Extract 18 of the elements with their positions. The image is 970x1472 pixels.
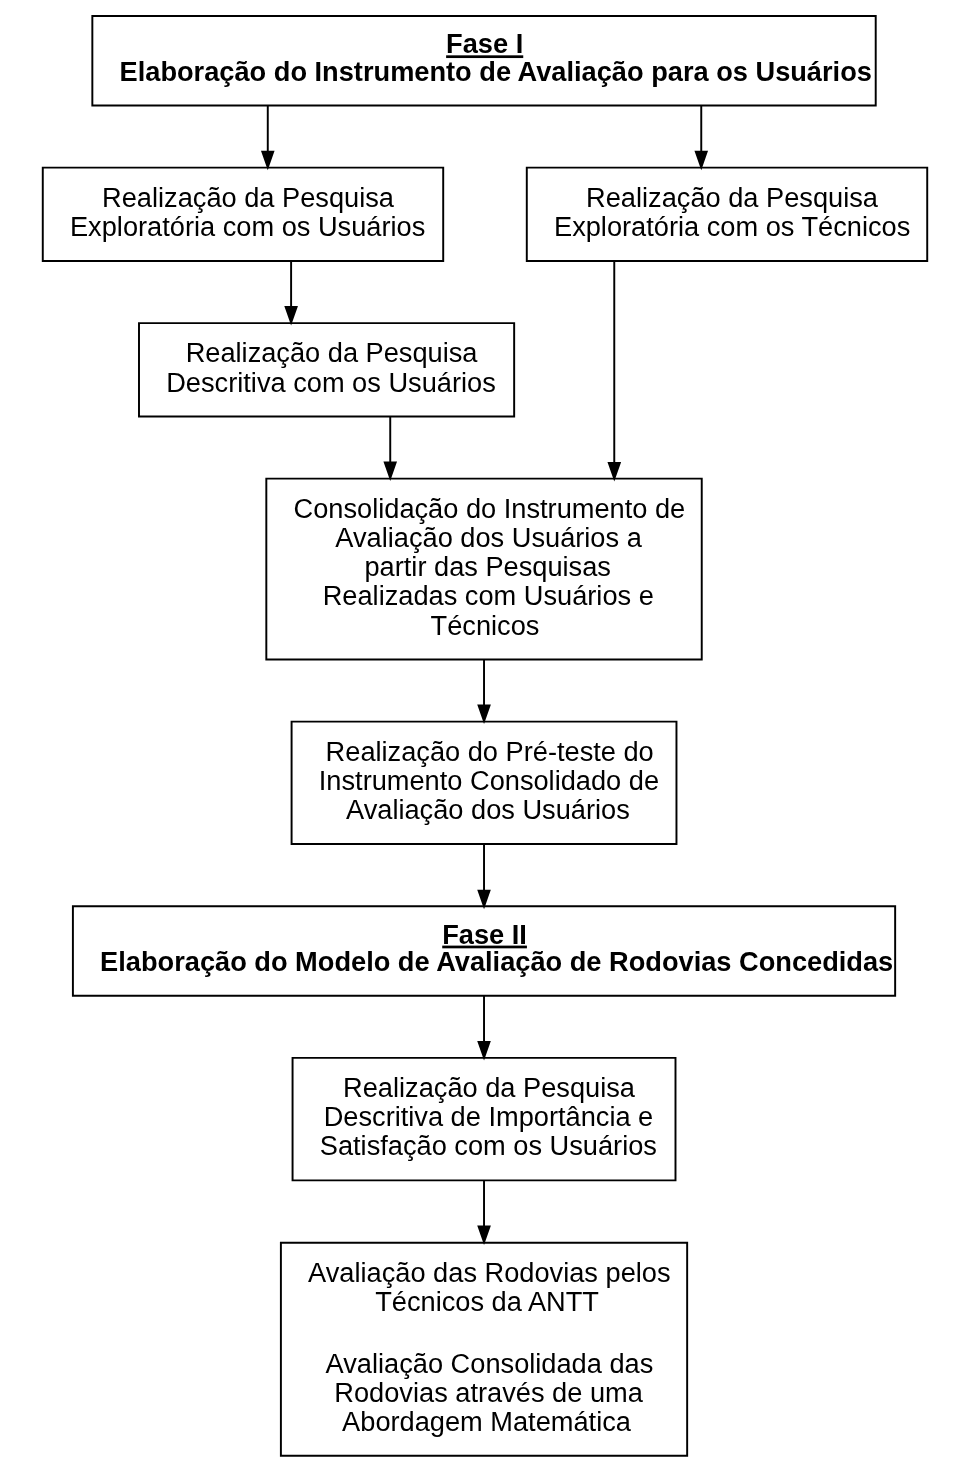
arrow <box>383 415 398 481</box>
arrow <box>260 105 275 171</box>
node-box: Realização da Pesquisa Descritiva com os Usuários <box>138 322 516 418</box>
arrow <box>477 843 491 910</box>
arrow <box>477 995 491 1061</box>
node-box: Consolidação do Instrumento de Avaliação dos Usuários a partir das Pesquisas Realizadas com Usuários e Técnicos <box>265 477 703 661</box>
node-box: Fase II Elaboração do Modelo de Avaliação de Rodovias Concedidas <box>71 905 897 997</box>
arrow <box>477 658 491 725</box>
node-box: Realização do Pré-teste do Instrumento Consolidado de Avaliação dos Usuários <box>290 720 678 846</box>
arrow <box>694 105 709 171</box>
arrow <box>284 259 298 326</box>
node-box: Realização da Pesquisa Exploratória com os Técnicos <box>525 166 929 262</box>
node-box: Fase I Elaboração do Instrumento de Avaliação para os Usuários <box>91 15 877 107</box>
node-box: Realização da Pesquisa Descritiva de Importância e Satisfação com os Usuários <box>291 1056 677 1182</box>
arrow <box>607 260 622 482</box>
node-box: Avaliação das Rodovias pelos Técnicos da ANTT Avaliação Consolidada das Rodovias através de uma Abordagem Matemática <box>279 1241 689 1457</box>
arrow <box>477 1179 491 1246</box>
node-box: Realização da Pesquisa Exploratória com os Usuários <box>41 166 445 262</box>
